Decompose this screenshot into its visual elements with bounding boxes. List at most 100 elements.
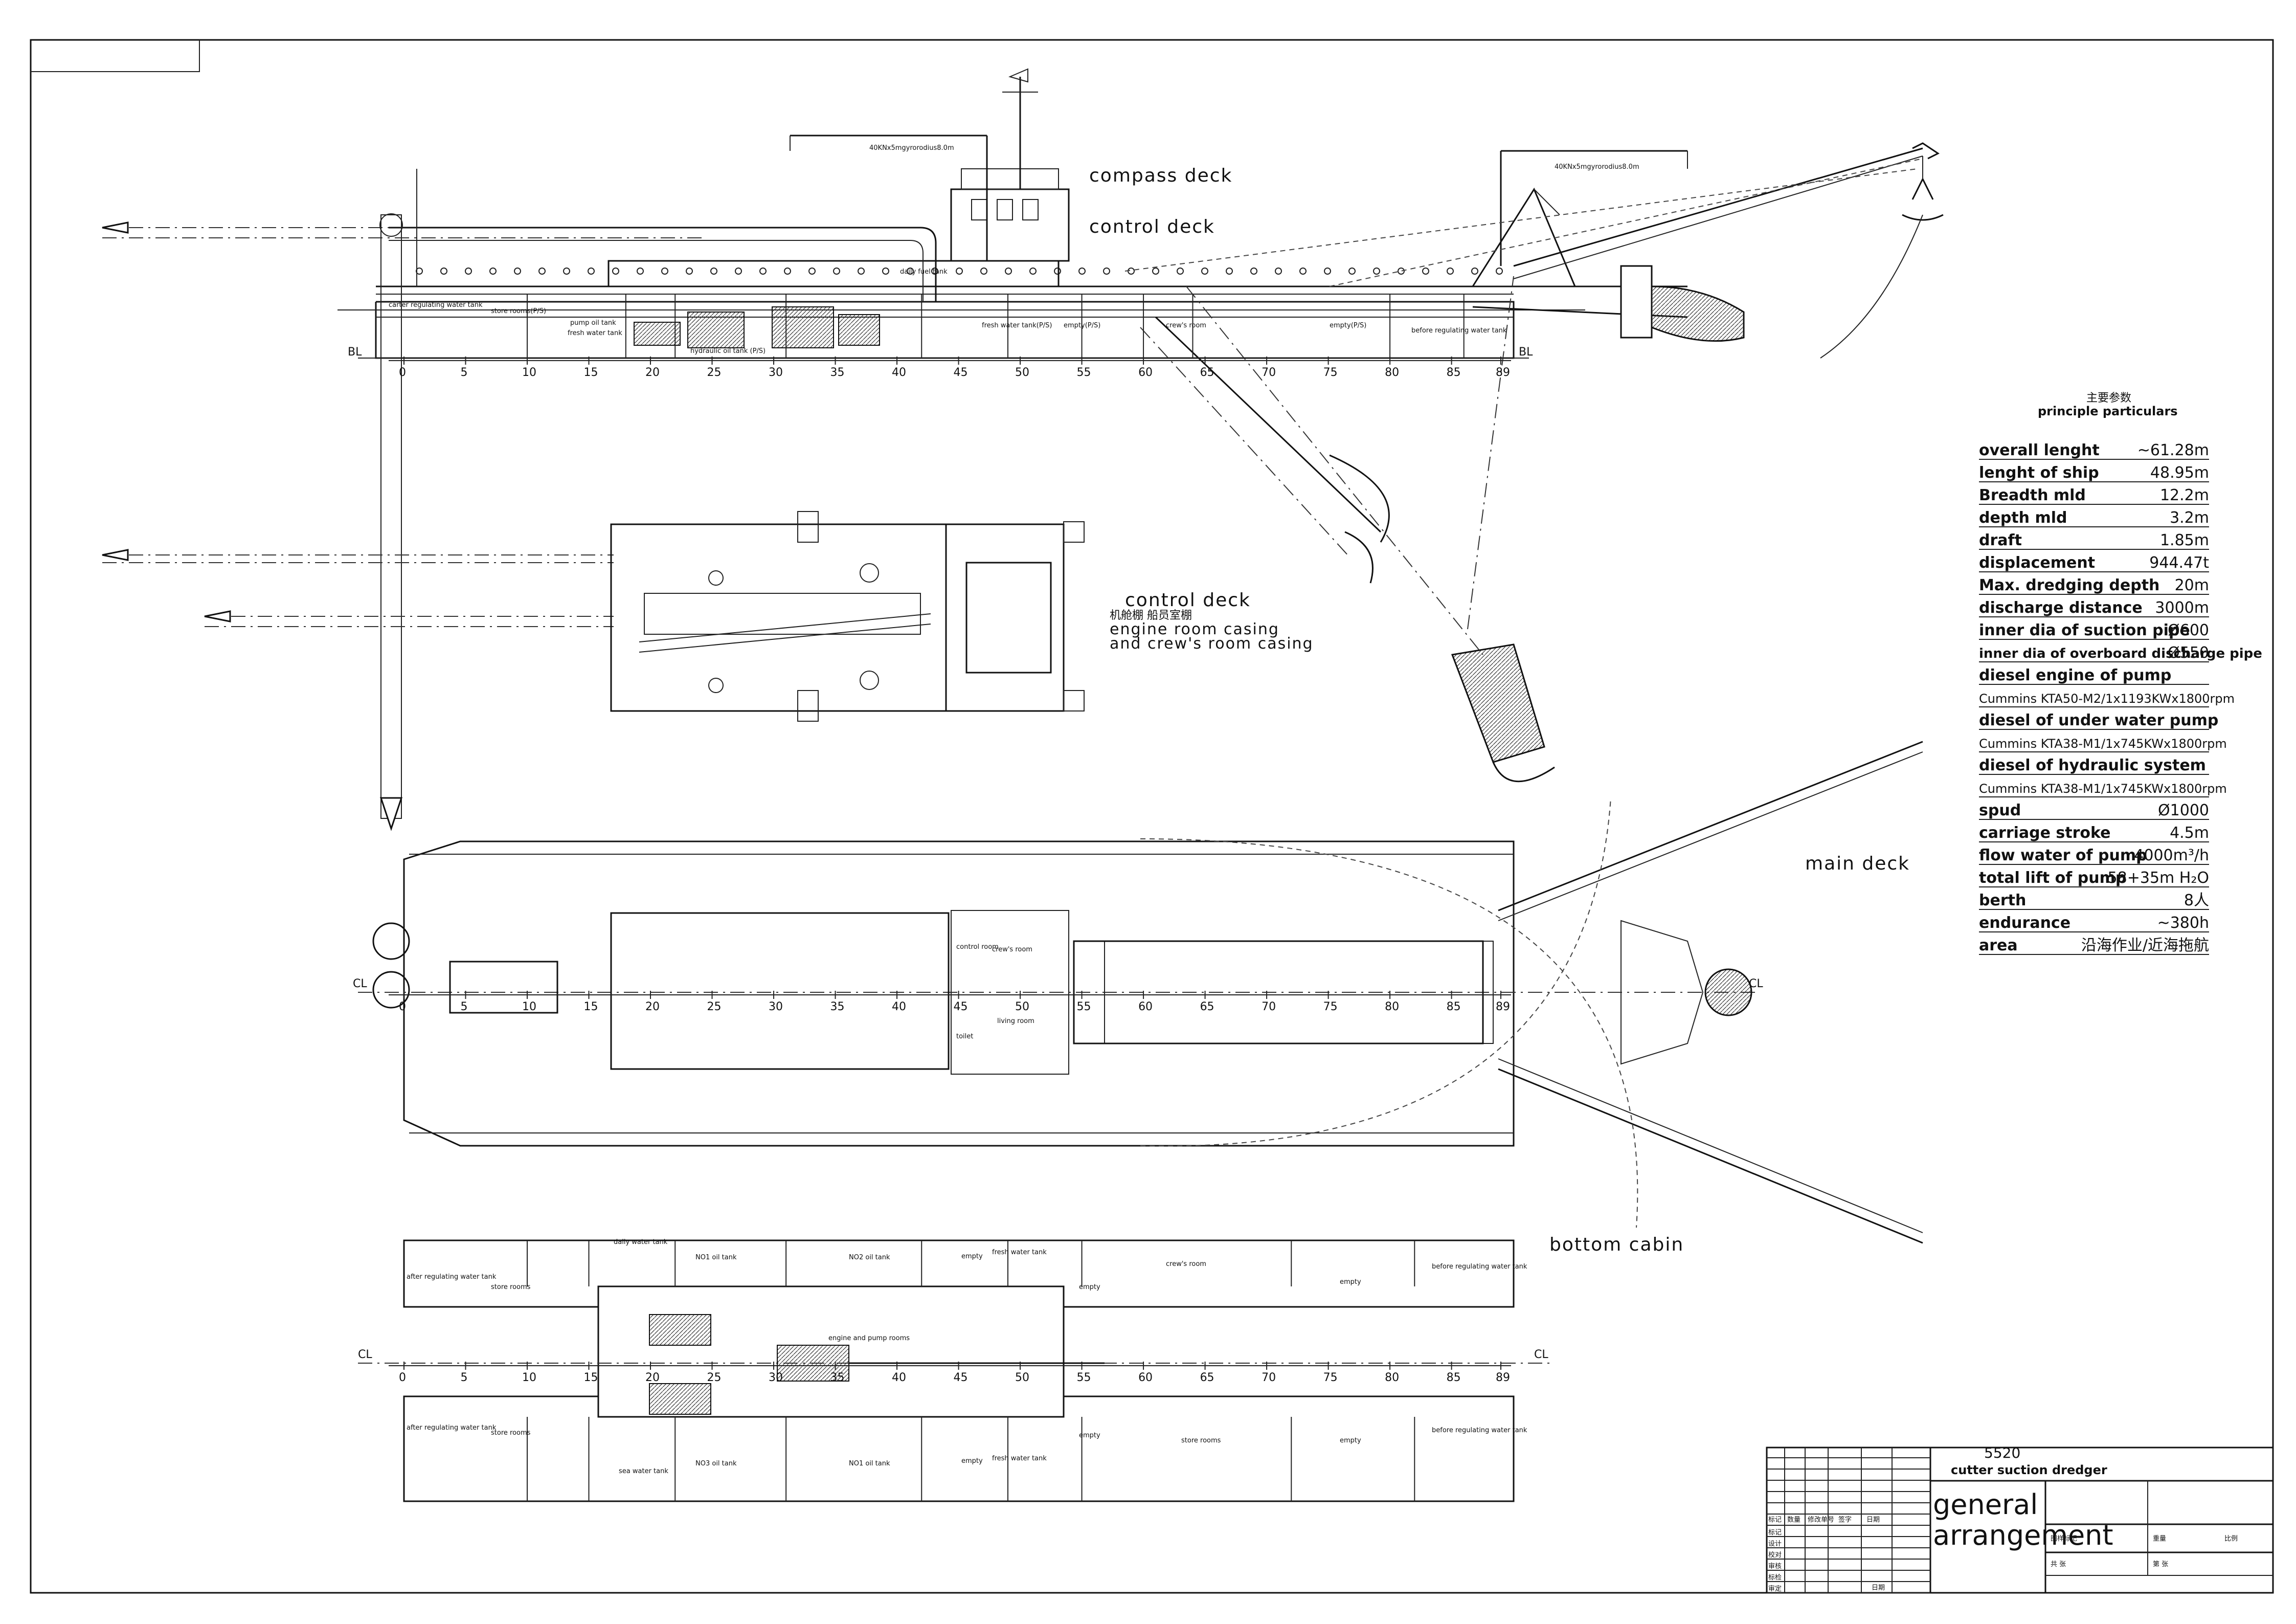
frame-number: 65: [1200, 366, 1214, 379]
particular-value: 3000m: [2155, 599, 2209, 617]
particular-value: ~61.28m: [2137, 441, 2209, 459]
ladder-well: [1073, 940, 1484, 1044]
bc-daily-water: daily water tank: [614, 1238, 668, 1246]
particular-value: 沿海作业/近海拖航: [2081, 937, 2209, 954]
main-engine-1: [649, 1314, 711, 1346]
rail-stanchion: [1250, 268, 1257, 275]
comp-crews-room: crew's room: [1166, 322, 1206, 329]
baseline-marker-right: BL: [1519, 346, 1533, 359]
bc-store-s: store rooms: [491, 1283, 531, 1291]
particular-value: 944.47t: [2149, 554, 2209, 572]
particular-value: Cummins KTA38-M1/1x745KWx1800rpm: [1979, 737, 2227, 751]
bc-oil-1: NO1 oil tank: [695, 1254, 737, 1261]
rail-stanchion: [1348, 268, 1356, 275]
engine-casing-label: engine room casing: [1110, 620, 1279, 638]
bottom-bulkheads: [527, 1240, 1415, 1501]
particular-value: 48.95m: [2150, 464, 2209, 482]
comp-fresh-water-ps: fresh water tank(P/S): [982, 322, 1052, 329]
frame-number: 15: [584, 366, 598, 379]
engine-pump-rooms: [597, 1285, 1065, 1418]
frame-number: 35: [830, 1371, 845, 1384]
frame-number: 75: [1323, 1000, 1338, 1013]
rail-stanchion: [1447, 268, 1454, 275]
particular-label: draft: [1979, 531, 2022, 549]
frame-number: 60: [1138, 1000, 1153, 1013]
rail-stanchion: [882, 268, 889, 275]
frame-number: 89: [1496, 366, 1510, 379]
particular-label: area: [1979, 937, 2018, 954]
rail-stanchion: [612, 268, 619, 275]
cl-marker-bottom-left: CL: [358, 1348, 372, 1361]
frame-number: 65: [1200, 1371, 1214, 1384]
particular-value: 4.5m: [2170, 824, 2209, 842]
fwd-crane-label: 40KNx5mgyrorodius8.0m: [1555, 163, 1639, 171]
frame-number: 60: [1138, 366, 1153, 379]
particular-value: Ø1000: [2158, 802, 2209, 819]
frame-number: 75: [1323, 366, 1338, 379]
rail-stanchion: [784, 268, 791, 275]
rail-stanchion: [661, 268, 668, 275]
frame-number: 40: [892, 1000, 906, 1013]
rail-stanchion: [1078, 268, 1086, 275]
frame-number: 25: [707, 1371, 722, 1384]
frame-number: 55: [1077, 366, 1091, 379]
tb-row-label: 校对: [1768, 1551, 1782, 1559]
rail-stanchion: [1103, 268, 1110, 275]
particular-label: Breadth mld: [1979, 486, 2086, 504]
particular-label: diesel of hydraulic system: [1979, 757, 2206, 774]
particulars-title: principle particulars: [2038, 404, 2178, 418]
frame-number: 70: [1262, 1371, 1276, 1384]
anchor: [1902, 177, 1944, 221]
tb-header-cell: 签字: [1838, 1516, 1852, 1524]
drawing-number: 5520: [1984, 1444, 2020, 1461]
frame-number: 5: [461, 366, 468, 379]
particular-label: total lift of pump: [1979, 869, 2126, 887]
particular-value: ~380h: [2157, 914, 2209, 932]
comp-fresh-water: fresh water tank: [568, 329, 622, 337]
bc-empty-p1: empty: [961, 1457, 983, 1465]
corner-box: [31, 40, 200, 72]
comp-daily-fuel: daily fuel tank: [900, 268, 948, 276]
frame-number: 85: [1447, 1371, 1461, 1384]
frame-number: 80: [1385, 1371, 1399, 1384]
frame-number: 35: [830, 1000, 845, 1013]
particular-label: Max. dredging depth: [1979, 576, 2159, 594]
frame-number: 10: [522, 366, 536, 379]
diesel-engine-profile-1: [634, 322, 681, 346]
md-control-room: control room: [956, 943, 999, 951]
tb-header-cell: 修改单号: [1808, 1516, 1834, 1524]
bc-fresh-water-s: fresh water tank: [992, 1249, 1047, 1256]
rail-stanchion: [1471, 268, 1478, 275]
rail-stanchion: [907, 268, 914, 275]
frame-number: 45: [954, 1371, 968, 1384]
md-crews-room: crew's room: [992, 946, 1032, 953]
particular-value: 3.2m: [2170, 509, 2209, 527]
gantry: [1472, 187, 1576, 287]
baseline-marker-left: BL: [348, 346, 362, 359]
drawing-title-2: arrangement: [1933, 1519, 2113, 1551]
particular-label: depth mld: [1979, 509, 2067, 527]
frame-number: 85: [1447, 1000, 1461, 1013]
rail-stanchion: [538, 268, 546, 275]
title-block: 标记数量修改单号签字日期标记设计校对审核标检审定 5520 cutter suc…: [1766, 1444, 2274, 1594]
bc-oil-2: NO2 oil tank: [849, 1254, 890, 1261]
tb-header-cell: 标记: [1768, 1516, 1782, 1524]
frame-number: 30: [769, 1000, 783, 1013]
rail-stanchion: [1275, 268, 1282, 275]
rail-stanchion: [588, 268, 595, 275]
frame-number: 30: [769, 1371, 783, 1384]
particular-label: lenght of ship: [1979, 464, 2099, 482]
particular-label: inner dia of suction pipe: [1979, 621, 2190, 639]
frame-number: 70: [1262, 1000, 1276, 1013]
compass-deck-label: compass deck: [1089, 165, 1232, 186]
frame-number: 5: [461, 1000, 468, 1013]
tb-row-label: 审定: [1768, 1585, 1782, 1593]
drawing-subtitle: cutter suction dredger: [1951, 1463, 2107, 1477]
particular-value: 8人: [2184, 892, 2209, 909]
aft-crane-label: 40KNx5mgyrorodius8.0m: [869, 144, 954, 152]
tb-header-cell: 日期: [1866, 1516, 1880, 1524]
cl-marker-bottom-right: CL: [1534, 1348, 1548, 1361]
rail-stanchion: [1226, 268, 1233, 275]
particular-label: inner dia of overboard discharge pipe: [1979, 646, 2262, 661]
